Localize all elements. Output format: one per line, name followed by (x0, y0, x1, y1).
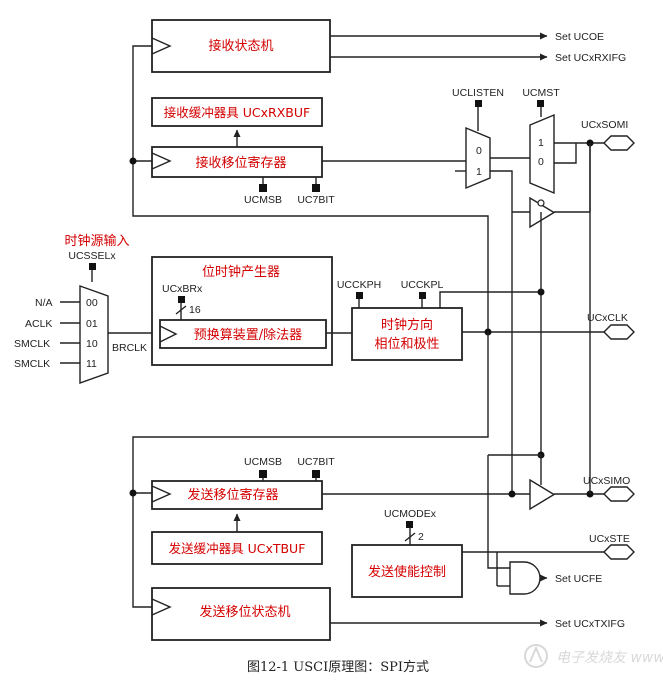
ucxste-pin (603, 544, 635, 560)
clock-phase-polarity-label: 相位和极性 (374, 337, 439, 352)
clock-source-inputs: N/A ACLK SMCLK SMCLK 00 01 10 11 (14, 297, 98, 370)
ucmst-mux: 1 0 (529, 113, 555, 195)
bit-clock-generator-label: 位时钟产生器 (202, 264, 280, 280)
uclisten-label: UCLISTEN (452, 87, 504, 99)
tx-state-machine-label: 发送移位状态机 (199, 604, 290, 620)
set-txifg-label: Set UCxTXIFG (555, 618, 625, 630)
svg-text:ACLK: ACLK (25, 318, 52, 330)
clock-direction-label: 时钟方向 (381, 317, 433, 333)
ucxsimo-label: UCxSIMO (583, 475, 630, 487)
rx-state-machine: 接收状态机 (151, 19, 331, 73)
svg-text:电子发烧友 www.elecfans.com: 电子发烧友 www.elecfans.com (556, 650, 663, 666)
clock-source-label: 时钟源输入 (64, 233, 129, 249)
ucxbr-width: 16 (189, 304, 201, 316)
svg-text:10: 10 (86, 338, 98, 350)
svg-text:1: 1 (476, 166, 482, 178)
rx-buffer-label: 接收缓冲器具 UCxRXBUF (164, 105, 310, 120)
ucmode-width: 2 (418, 531, 424, 543)
uclisten-mux: 0 1 (465, 126, 491, 190)
ucxste-label: UCxSTE (589, 533, 630, 545)
uc7bit-rx-pin (312, 184, 320, 192)
tx-shift-register: 发送移位寄存器 (151, 480, 323, 510)
set-rxifg-label: Set UCxRXIFG (555, 52, 626, 64)
ucssel-label: UCSSELx (68, 250, 116, 262)
svg-text:00: 00 (86, 297, 98, 309)
watermark: 电子发烧友 www.elecfans.com (524, 644, 663, 668)
ucmode-label: UCMODEx (384, 508, 437, 520)
tx-buffer: 发送缓冲器具 UCxTBUF (151, 531, 323, 565)
svg-text:11: 11 (86, 358, 97, 370)
svg-text:01: 01 (86, 318, 98, 330)
ucxclk-pin (603, 324, 635, 340)
ucxclk-label: UCxCLK (587, 312, 628, 324)
svg-text:SMCLK: SMCLK (14, 358, 50, 370)
clock-source-mux (79, 285, 109, 384)
set-ucoe-label: Set UCOE (555, 31, 604, 43)
svg-text:N/A: N/A (35, 297, 53, 309)
ucckph-label: UCCKPH (337, 279, 381, 291)
rx-clock-path (132, 45, 489, 332)
simo-output-buffer (529, 478, 556, 511)
rx-buffer: 接收缓冲器具 UCxRXBUF (151, 97, 323, 127)
clock-direction-block: 时钟方向 相位和极性 (351, 307, 463, 361)
svg-text:1: 1 (538, 137, 544, 149)
tx-state-machine: 发送移位状态机 (151, 587, 331, 641)
ucmsb-rx-label: UCMSB (244, 194, 282, 206)
svg-text:0: 0 (538, 156, 544, 168)
ucfe-and-gate (509, 561, 541, 595)
tx-enable-control: 发送使能控制 (351, 544, 463, 598)
tx-shift-register-label: 发送移位寄存器 (187, 487, 278, 503)
ucmst-label: UCMST (522, 87, 560, 99)
rx-state-machine-label: 接收状态机 (208, 38, 273, 54)
rx-shift-register-label: 接收移位寄存器 (195, 155, 286, 171)
prescaler-label: 预换算装置/除法器 (194, 328, 302, 343)
rx-shift-register: 接收移位寄存器 (151, 146, 323, 178)
uc7bit-rx-label: UC7BIT (297, 194, 335, 206)
ucxsomi-label: UCxSOMI (581, 119, 628, 131)
figure-caption: 图12-1 USCI原理图：SPI方式 (247, 659, 429, 675)
tx-clock-path (132, 332, 489, 608)
ucxsimo-pin (603, 486, 635, 502)
svg-text:SMCLK: SMCLK (14, 338, 50, 350)
tx-buffer-label: 发送缓冲器具 UCxTBUF (169, 541, 306, 556)
ucxsomi-pin (603, 135, 635, 151)
brclk-label: BRCLK (112, 342, 147, 354)
uc7bit-tx-label: UC7BIT (297, 456, 335, 468)
svg-text:0: 0 (476, 145, 482, 157)
ucmsb-rx-pin (259, 184, 267, 192)
prescaler: 预换算装置/除法器 (159, 319, 327, 349)
set-ucfe-label: Set UCFE (555, 573, 602, 585)
tx-enable-control-label: 发送使能控制 (368, 564, 446, 580)
ucckpl-label: UCCKPL (401, 279, 444, 291)
ucxbr-label: UCxBRx (162, 283, 203, 295)
ucmsb-tx-label: UCMSB (244, 456, 282, 468)
